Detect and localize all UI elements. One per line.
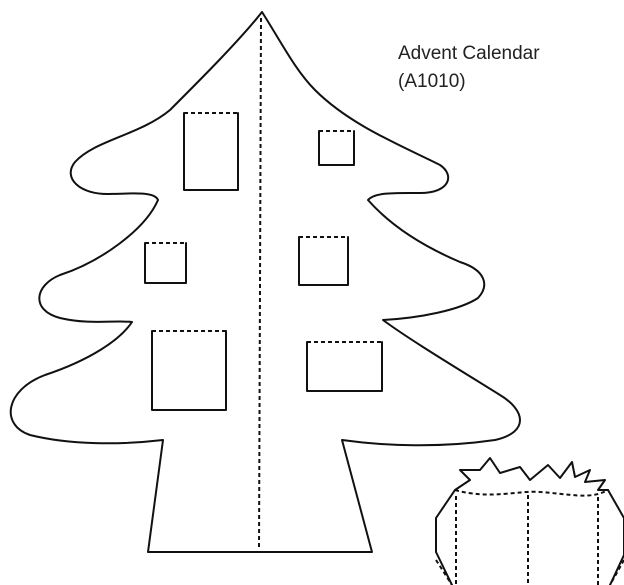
gift-box-template	[435, 457, 624, 585]
title-line-2: (A1010)	[398, 71, 466, 92]
gift-box-top-fold	[454, 489, 609, 497]
window-5	[151, 330, 227, 411]
window-6	[306, 341, 383, 392]
window-3	[144, 242, 187, 284]
gift-box-lower-fold	[435, 559, 624, 585]
gift-box-outline	[435, 489, 624, 585]
window-2	[318, 130, 355, 166]
tree-outline	[9, 11, 521, 553]
gift-box-bow	[454, 457, 609, 491]
title-line-1: Advent Calendar	[398, 43, 540, 64]
center-fold-line	[258, 17, 262, 551]
window-1	[183, 112, 239, 191]
window-4	[298, 236, 349, 286]
template-title: Advent Calendar (A1010)	[398, 40, 540, 96]
